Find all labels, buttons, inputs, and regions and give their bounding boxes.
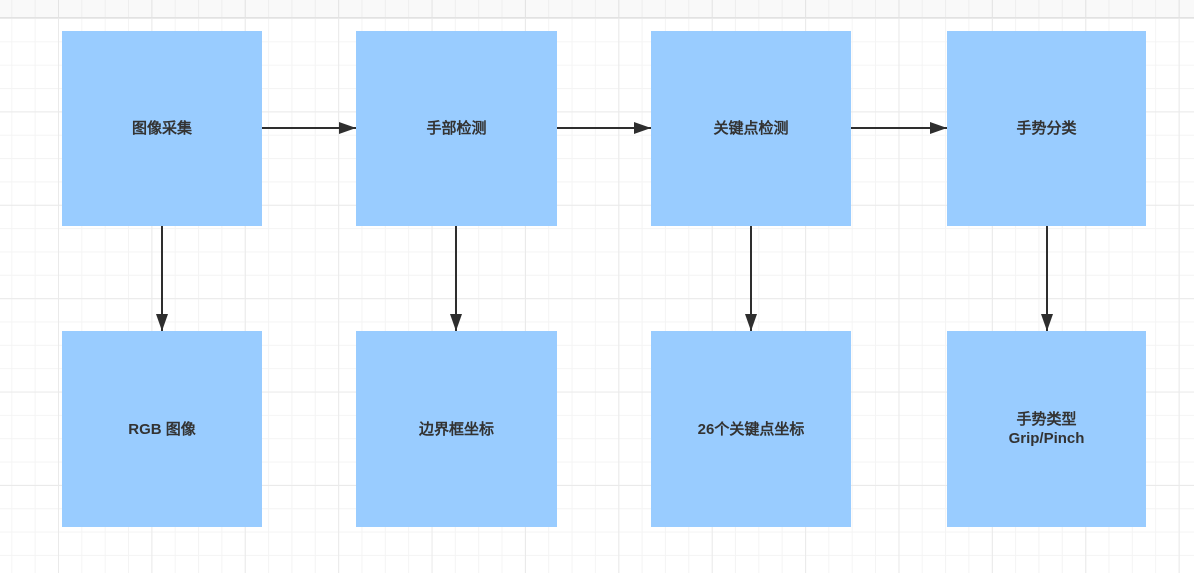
node-gesture-classification[interactable]: 手势分类 (947, 31, 1146, 226)
node-keypoint-coordinates[interactable]: 26个关键点坐标 (651, 331, 851, 527)
node-gesture-type-label: 手势类型 Grip/Pinch (1008, 411, 1085, 447)
page-top-margin (0, 0, 1194, 18)
node-bounding-box-coordinates[interactable]: 边界框坐标 (356, 331, 557, 527)
node-rgb-image[interactable]: RGB 图像 (62, 331, 262, 527)
node-keypoint-detection-label: 关键点检测 (713, 120, 789, 137)
node-image-capture[interactable]: 图像采集 (62, 31, 262, 226)
node-hand-detection-label: 手部检测 (426, 120, 487, 137)
node-image-capture-label: 图像采集 (131, 120, 192, 137)
node-hand-detection[interactable]: 手部检测 (356, 31, 557, 226)
node-keypoint-coordinates-label: 26个关键点坐标 (697, 420, 805, 438)
node-gesture-type[interactable]: 手势类型 Grip/Pinch (947, 331, 1146, 527)
node-keypoint-detection[interactable]: 关键点检测 (651, 31, 851, 226)
node-bounding-box-coordinates-label: 边界框坐标 (418, 420, 494, 438)
node-gesture-classification-label: 手势分类 (1016, 120, 1077, 137)
node-rgb-image-label: RGB 图像 (128, 420, 196, 438)
